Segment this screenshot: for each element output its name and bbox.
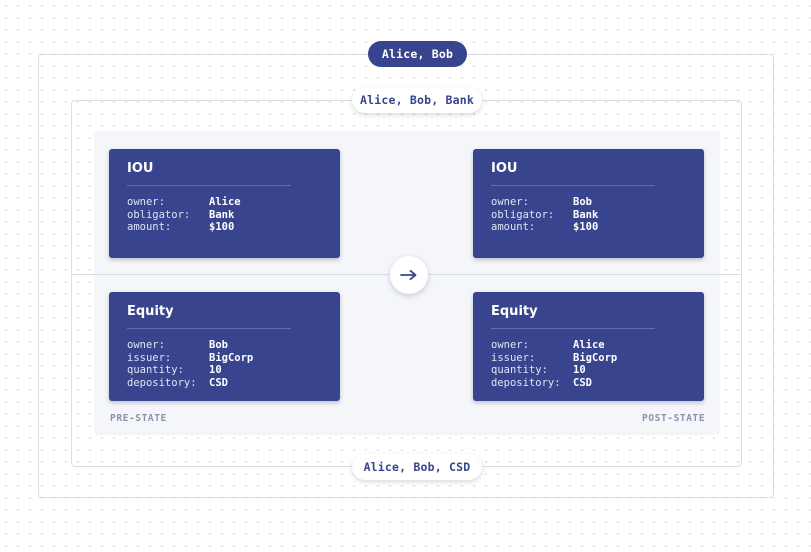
field-key: owner: [491,196,529,208]
field-key: amount: [491,221,536,233]
card-divider [127,328,291,329]
card-divider [491,328,655,329]
field-key: quantity: [491,364,548,376]
field-key: depository: [491,376,561,389]
field-value: CSD [209,376,228,389]
bottom-group-label: Alice, Bob, CSD [352,454,482,480]
field-value: Bank [209,208,235,221]
field-value: $100 [573,221,599,233]
post-state-label: POST-STATE [642,413,706,424]
field-row: owner: Alice [127,196,340,209]
field-key: owner: [127,196,165,208]
field-row: depository: CSD [491,377,704,390]
field-value: 10 [573,364,586,376]
field-key: obligator: [127,208,191,221]
field-key: issuer: [491,351,536,364]
card-title: Equity [127,304,174,319]
field-value: Bob [209,339,228,351]
card-title: Equity [491,304,538,319]
field-key: owner: [127,339,165,351]
field-key: owner: [491,339,529,351]
top-group-label: Alice, Bob, Bank [352,87,482,113]
field-row: amount: $100 [127,221,340,234]
post-iou-card: IOU owner: Bob obligator: Bank amount: $100 [473,149,704,258]
card-divider [127,185,291,186]
arrow-right-icon [400,269,417,281]
card-title: IOU [127,161,154,176]
field-key: obligator: [491,208,555,221]
field-value: Alice [209,196,241,208]
post-equity-card: Equity owner: Alice issuer: BigCorp quanti… [473,292,704,401]
field-value: $100 [209,221,235,233]
field-value: Alice [573,339,605,351]
pre-state-label: PRE-STATE [110,413,167,424]
field-row: owner: Bob [491,196,704,209]
field-key: amount: [127,221,172,233]
field-row: owner: Bob [127,339,340,352]
field-value: BigCorp [573,351,618,364]
field-key: depository: [127,376,197,389]
field-row: issuer: BigCorp [127,352,340,365]
field-value: Bob [573,196,592,208]
field-row: obligator: Bank [491,209,704,222]
field-row: owner: Alice [491,339,704,352]
field-key: quantity: [127,364,184,376]
field-value: Bank [573,208,599,221]
field-row: amount: $100 [491,221,704,234]
field-row: issuer: BigCorp [491,352,704,365]
card-divider [491,185,655,186]
card-title: IOU [491,161,518,176]
field-row: depository: CSD [127,377,340,390]
field-row: quantity: 10 [491,364,704,377]
field-value: CSD [573,376,592,389]
pre-equity-card: Equity owner: Bob issuer: BigCorp quantity… [109,292,340,401]
field-row: quantity: 10 [127,364,340,377]
field-key: issuer: [127,351,172,364]
field-value: BigCorp [209,351,254,364]
field-value: 10 [209,364,222,376]
pre-iou-card: IOU owner: Alice obligator: Bank amount: $1… [109,149,340,258]
transition-button[interactable] [390,256,428,294]
field-row: obligator: Bank [127,209,340,222]
outer-group-label: Alice, Bob [368,41,467,67]
